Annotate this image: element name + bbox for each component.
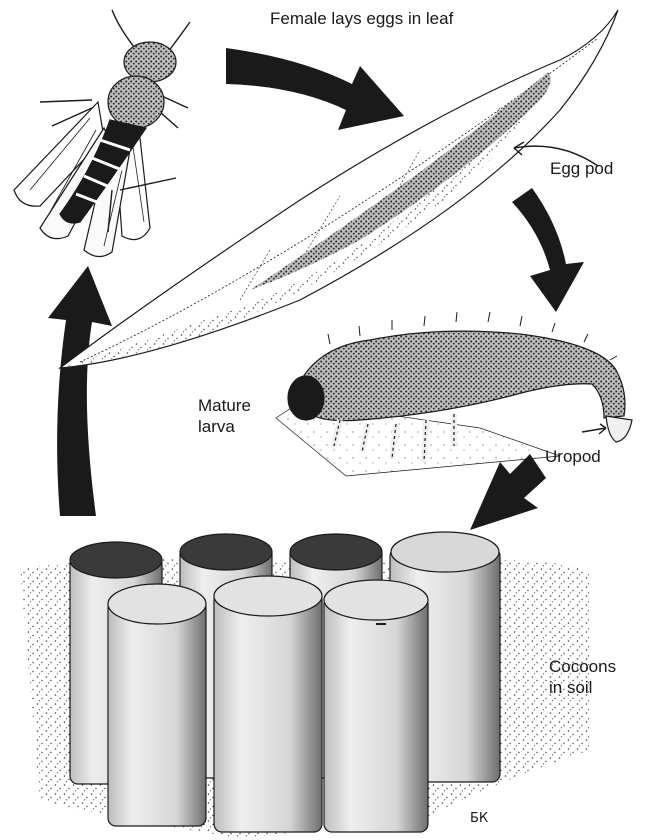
fly-thorax bbox=[108, 76, 164, 128]
label-mature-larva: Mature larva bbox=[198, 395, 251, 437]
artist-mark: БК bbox=[470, 811, 488, 826]
arrow-leaf-to-larva bbox=[512, 188, 584, 312]
arrow-cocoons-to-fly bbox=[48, 266, 112, 516]
uropod-pointer bbox=[582, 424, 606, 434]
arrow-fly-to-leaf bbox=[226, 48, 404, 130]
larva-body bbox=[300, 331, 625, 421]
cocoons-in-soil-illustration: БК bbox=[20, 532, 590, 838]
larva-uropod bbox=[606, 416, 632, 442]
arrow-larva-to-cocoons bbox=[470, 454, 546, 530]
label-egg-pod: Egg pod bbox=[550, 158, 613, 179]
adult-sawfly-illustration bbox=[14, 10, 190, 257]
cocoon-front-row bbox=[108, 576, 428, 832]
label-female-lays-eggs: Female lays eggs in leaf bbox=[270, 8, 453, 29]
fly-antenna-right bbox=[168, 22, 190, 52]
label-cocoons-in-soil: Cocoons in soil bbox=[549, 656, 616, 698]
larva-head bbox=[288, 376, 324, 420]
label-uropod: Uropod bbox=[545, 446, 601, 467]
